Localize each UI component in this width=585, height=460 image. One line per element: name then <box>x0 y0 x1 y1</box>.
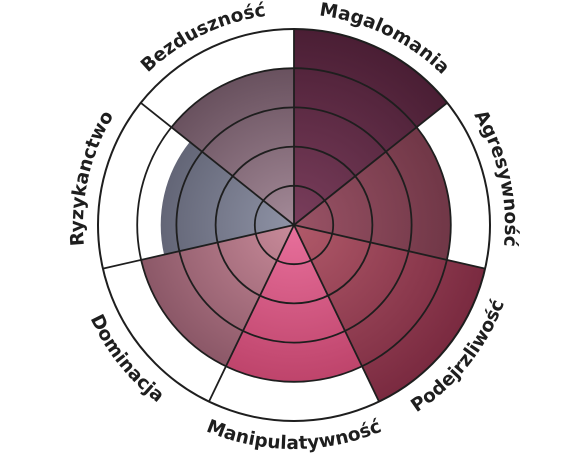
spoke-6 <box>140 102 295 226</box>
category-label-ryzykanctwo: Ryzykanctwo <box>67 107 118 246</box>
spokes-layer <box>102 29 486 402</box>
sector-bezduszność <box>171 68 294 225</box>
category-label-bezduszność: Bezduszność <box>137 0 267 76</box>
spoke-5 <box>102 224 295 270</box>
spoke-4 <box>208 224 295 402</box>
category-label-agresywność: Agresywność <box>470 107 521 248</box>
outer-circle <box>97 28 491 422</box>
spoke-2 <box>293 224 486 270</box>
sector-ryzykanctwo <box>160 141 294 255</box>
spoke-1 <box>293 102 448 226</box>
spoke-3 <box>293 224 380 402</box>
sector-magalomania <box>294 29 448 225</box>
